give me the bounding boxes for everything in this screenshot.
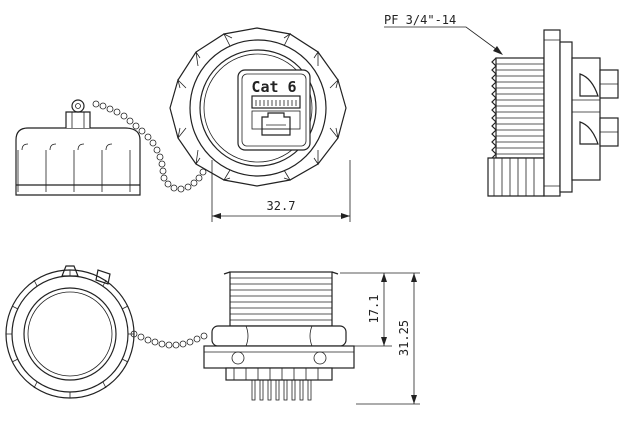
connector-elevation: [203, 271, 355, 401]
connector-label: Cat 6: [251, 78, 296, 96]
dim-height-short-label: 17.1: [367, 295, 381, 324]
connector-side-view: [487, 29, 619, 197]
dimension-width: 32.7: [211, 160, 351, 222]
dust-cap-top-view: [5, 265, 135, 399]
chain-bottom: [130, 330, 208, 349]
thread-spec-label: PF 3/4"-14: [384, 13, 456, 27]
dim-width-label: 32.7: [267, 199, 296, 213]
dim-height-total-label: 31.25: [397, 320, 411, 356]
dust-cap-side-view: [15, 99, 141, 196]
dimension-heights: 17.1 31.25: [340, 272, 420, 405]
thread-callout: PF 3/4"-14: [384, 13, 503, 55]
connector-front-view: Cat 6: [169, 27, 347, 187]
